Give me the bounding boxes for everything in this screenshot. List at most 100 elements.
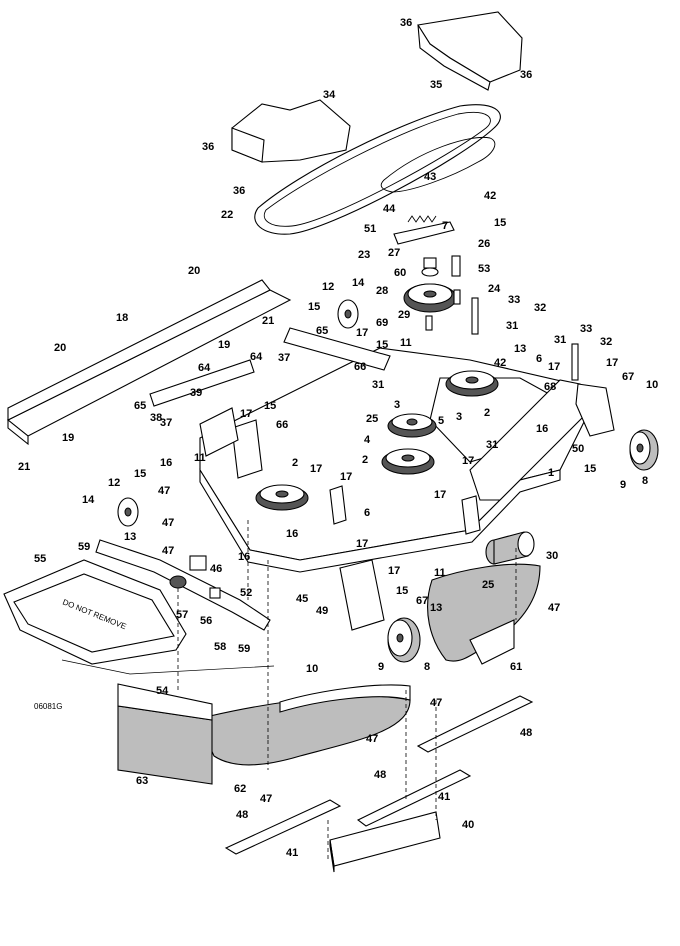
caster-bracket-50 <box>575 383 615 437</box>
callout: 47 <box>162 545 174 557</box>
callout: 43 <box>424 171 436 183</box>
callout: 12 <box>108 477 120 489</box>
callout: 59 <box>238 643 250 655</box>
callout: 29 <box>398 309 410 321</box>
callout: 16 <box>238 551 250 563</box>
callout: 11 <box>194 452 206 464</box>
rear-roller-30 <box>485 531 535 565</box>
callout: 40 <box>462 819 474 831</box>
callout: 15 <box>264 400 276 412</box>
callout: 66 <box>354 361 366 373</box>
callout: 7 <box>442 220 448 232</box>
callout: 11 <box>400 337 412 349</box>
idler-pulley-28 <box>403 283 457 313</box>
assembly-lines <box>177 520 517 860</box>
callout: 47 <box>260 793 272 805</box>
callout: 61 <box>510 661 522 673</box>
callout: 48 <box>520 727 532 739</box>
callout: 31 <box>554 334 566 346</box>
blade-48b <box>356 769 472 827</box>
callout: 26 <box>478 238 490 250</box>
callout: 50 <box>572 443 584 455</box>
callout: 39 <box>190 387 202 399</box>
callout: 15 <box>494 217 506 229</box>
caster-wheel-8a <box>629 429 659 471</box>
callout: 3 <box>394 399 400 411</box>
callout: 64 <box>198 362 211 374</box>
callout: 16 <box>286 528 298 540</box>
callout: 41 <box>286 847 298 859</box>
blade-48a <box>416 695 534 753</box>
callout: 31 <box>372 379 384 391</box>
callout: 15 <box>376 339 388 351</box>
callout: 51 <box>364 223 376 235</box>
callout: 5 <box>438 415 444 427</box>
callout: 33 <box>508 294 520 306</box>
callout-labels: 36 35 36 34 36 36 22 43 42 44 7 15 51 26… <box>18 17 658 859</box>
callout: 17 <box>606 357 618 369</box>
housing-62 <box>207 684 411 766</box>
callout: 10 <box>646 379 658 391</box>
callout: 60 <box>394 267 406 279</box>
callout: 62 <box>234 783 246 795</box>
baffle-40 <box>329 811 441 873</box>
callout: 20 <box>188 265 200 277</box>
callout: 17 <box>388 565 400 577</box>
callout: 35 <box>430 79 442 91</box>
spring-44 <box>407 215 437 223</box>
callout: 54 <box>156 685 169 697</box>
callout: 65 <box>134 400 146 412</box>
callout: 48 <box>374 769 386 781</box>
callout: 47 <box>548 602 560 614</box>
callout: 4 <box>364 434 371 446</box>
callout: 63 <box>136 775 148 787</box>
callout: 21 <box>18 461 30 473</box>
callout: 36 <box>202 141 214 153</box>
callout: 17 <box>356 327 368 339</box>
callout: 28 <box>376 285 388 297</box>
callout: 15 <box>584 463 596 475</box>
callout: 2 <box>362 454 368 466</box>
callout: 45 <box>296 593 308 605</box>
callout: 59 <box>78 541 90 553</box>
callout: 42 <box>484 190 496 202</box>
callout: 17 <box>240 408 252 420</box>
callout: 24 <box>488 283 501 295</box>
callout: 30 <box>546 550 558 562</box>
blade-48c <box>224 799 342 855</box>
callout: 46 <box>210 563 222 575</box>
callout: 9 <box>620 479 626 491</box>
chain-link-33 <box>471 297 579 381</box>
callout: 68 <box>544 381 556 393</box>
callout: 20 <box>54 342 66 354</box>
drive-belt-22 <box>254 104 501 235</box>
group-bracket-54 <box>61 659 275 675</box>
callout: 31 <box>506 320 518 332</box>
callout: 22 <box>221 209 233 221</box>
callout: 21 <box>262 315 274 327</box>
callout: 42 <box>494 357 506 369</box>
callout: 14 <box>82 494 95 506</box>
callout: 53 <box>478 263 490 275</box>
callout: 36 <box>400 17 412 29</box>
callout: 37 <box>278 352 290 364</box>
idler-hardware <box>421 255 461 331</box>
callout: 16 <box>536 423 548 435</box>
callout: 16 <box>160 457 172 469</box>
callout: 47 <box>162 517 174 529</box>
callout: 66 <box>276 419 288 431</box>
callout: 32 <box>534 302 546 314</box>
callout: 1 <box>548 467 554 479</box>
callout: 12 <box>322 281 334 293</box>
callout: 67 <box>622 371 634 383</box>
callout: 69 <box>376 317 388 329</box>
callout: 49 <box>316 605 328 617</box>
callout: 8 <box>424 661 430 673</box>
gauge-wheel-12a <box>337 299 359 329</box>
callout: 8 <box>642 475 648 487</box>
callout: 44 <box>383 203 396 215</box>
callout: 2 <box>292 457 298 469</box>
callout: 48 <box>236 809 248 821</box>
callout: 19 <box>218 339 230 351</box>
